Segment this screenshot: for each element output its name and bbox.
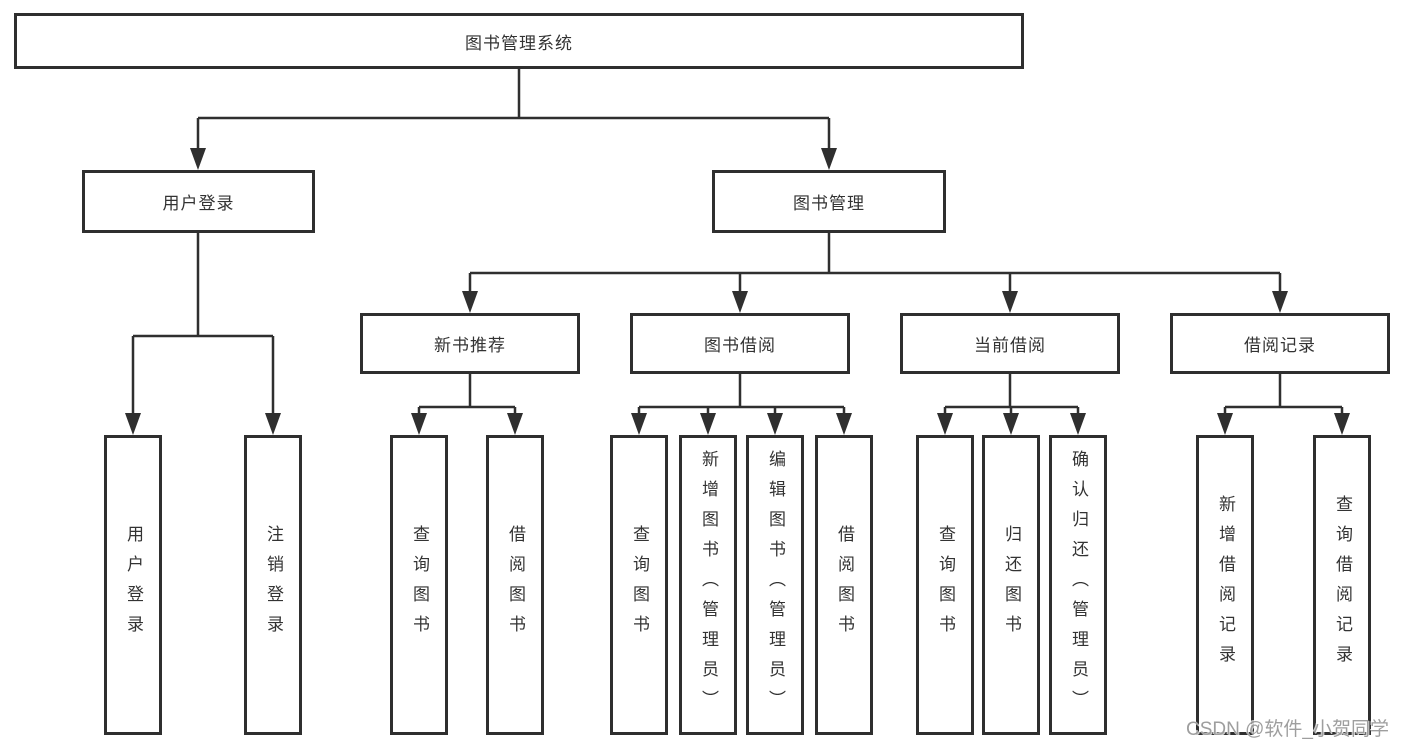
node-book-management: 图书管理 [712, 170, 946, 233]
leaf-return-book: 归还图书 [982, 435, 1040, 735]
leaf-query-book-borrow: 查询图书 [610, 435, 668, 735]
node-current-borrow: 当前借阅 [900, 313, 1120, 374]
leaf-query-book-recommend: 查询图书 [390, 435, 448, 735]
node-borrow-record: 借阅记录 [1170, 313, 1390, 374]
csdn-watermark: CSDN @软件_小贺同学 [1186, 719, 1389, 740]
leaf-query-borrow-record: 查询借阅记录 [1313, 435, 1371, 735]
leaf-query-book-current: 查询图书 [916, 435, 974, 735]
leaf-borrow-book-recommend: 借阅图书 [486, 435, 544, 735]
leaf-logout: 注销登录 [244, 435, 302, 735]
node-user-login: 用户登录 [82, 170, 315, 233]
node-book-borrow: 图书借阅 [630, 313, 850, 374]
node-new-book-recommend: 新书推荐 [360, 313, 580, 374]
leaf-user-login: 用户登录 [104, 435, 162, 735]
leaf-add-book-admin: 新增图书（管理员） [679, 435, 737, 735]
leaf-borrow-book: 借阅图书 [815, 435, 873, 735]
node-root: 图书管理系统 [14, 13, 1024, 69]
leaf-confirm-return-admin: 确认归还（管理员） [1049, 435, 1107, 735]
leaf-edit-book-admin: 编辑图书（管理员） [746, 435, 804, 735]
leaf-add-borrow-record: 新增借阅记录 [1196, 435, 1254, 735]
